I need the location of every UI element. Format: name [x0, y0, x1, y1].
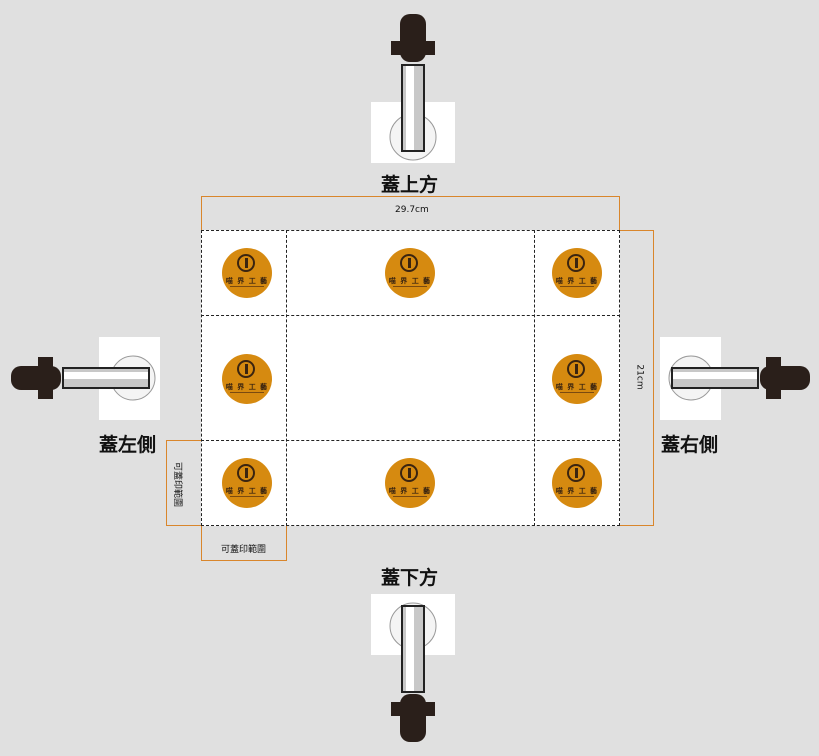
printable-area-horizontal-bracket [201, 524, 287, 561]
seal-top-left: 喵 界 工 藝 [222, 248, 272, 298]
logo-seal-icon [567, 464, 585, 482]
logo-seal-icon [400, 464, 418, 482]
seal-bottom-center: 喵 界 工 藝 [385, 458, 435, 508]
stamp-bottom-icon [389, 602, 437, 742]
stamp-top-icon [389, 14, 437, 161]
grid-line-h2 [201, 440, 620, 441]
stamp-left-icon [11, 355, 156, 401]
label-right: 蓋右側 [661, 434, 719, 456]
printable-area-horizontal-label: 可蓋印範圍 [221, 545, 267, 555]
seal-middle-left: 喵 界 工 藝 [222, 354, 272, 404]
logo-seal-icon [400, 254, 418, 272]
seal-top-right: 喵 界 工 藝 [552, 248, 602, 298]
seal-middle-right: 喵 界 工 藝 [552, 354, 602, 404]
height-dimension-label: 21cm [634, 364, 645, 390]
height-dimension-bracket [618, 230, 654, 526]
grid-line-v1 [286, 230, 287, 526]
label-bottom: 蓋下方 [381, 567, 439, 589]
logo-seal-icon [567, 360, 585, 378]
grid-line-h1 [201, 315, 620, 316]
logo-seal-icon [237, 360, 255, 378]
printable-area-vertical-label: 可蓋印範圍 [172, 461, 183, 508]
grid-line-v2 [534, 230, 535, 526]
width-dimension-bracket [201, 196, 620, 232]
width-dimension-label: 29.7cm [395, 205, 429, 215]
label-left: 蓋左側 [99, 434, 157, 456]
label-top: 蓋上方 [381, 174, 439, 196]
logo-seal-icon [567, 254, 585, 272]
logo-seal-icon [237, 464, 255, 482]
seal-bottom-left: 喵 界 工 藝 [222, 458, 272, 508]
stamp-right-icon [668, 355, 810, 401]
seal-top-center: 喵 界 工 藝 [385, 248, 435, 298]
logo-seal-icon [237, 254, 255, 272]
printable-area-vertical-bracket [166, 440, 203, 526]
seal-bottom-right: 喵 界 工 藝 [552, 458, 602, 508]
